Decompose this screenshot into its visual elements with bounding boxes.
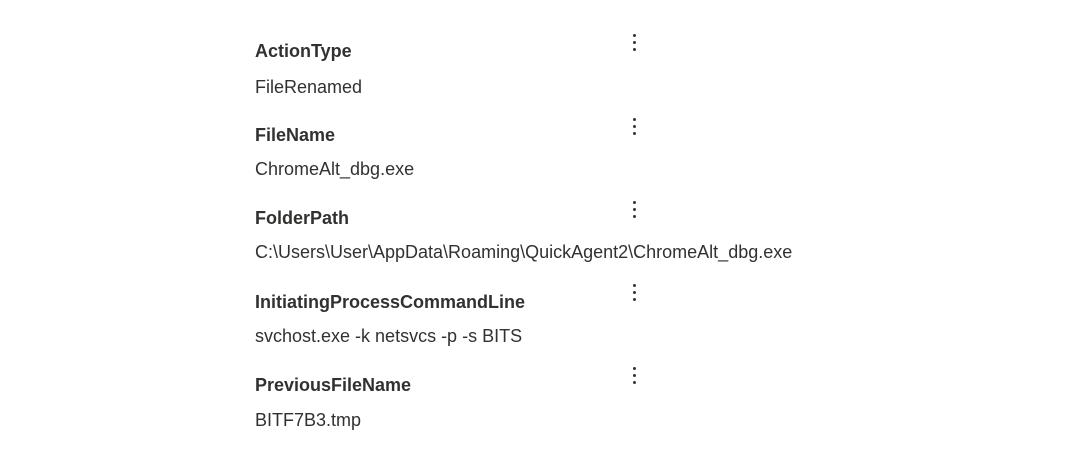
more-actions-button[interactable] — [625, 365, 643, 389]
more-vertical-icon-dot — [633, 291, 636, 294]
more-actions-button[interactable] — [625, 199, 643, 223]
more-vertical-icon — [633, 201, 636, 204]
more-vertical-icon-dot — [633, 132, 636, 135]
field-value: BITF7B3.tmp — [255, 410, 362, 430]
field-initiating-process-command-line: InitiatingProcessCommandLine svchost.exe… — [255, 261, 955, 346]
more-vertical-icon-dot — [633, 48, 636, 51]
field-value: C:\Users\User\AppData\Roaming\QuickAgent… — [255, 242, 793, 262]
more-vertical-icon — [633, 34, 636, 37]
field-file-name: FileName ChromeAlt_dbg.exe — [255, 94, 955, 179]
more-vertical-icon — [633, 284, 636, 287]
field-name: FileName — [255, 125, 336, 145]
more-vertical-icon-dot — [633, 215, 636, 218]
more-vertical-icon — [633, 118, 636, 121]
more-vertical-icon — [633, 367, 636, 370]
more-actions-button[interactable] — [625, 116, 643, 140]
field-name: InitiatingProcessCommandLine — [255, 292, 526, 312]
more-vertical-icon-dot — [633, 41, 636, 44]
field-value: svchost.exe -k netsvcs -p -s BITS — [255, 326, 523, 346]
more-vertical-icon-dot — [633, 298, 636, 301]
more-vertical-icon-dot — [633, 374, 636, 377]
field-name: ActionType — [255, 41, 352, 61]
field-value: ChromeAlt_dbg.exe — [255, 159, 415, 179]
field-name: PreviousFileName — [255, 375, 412, 395]
more-actions-button[interactable] — [625, 282, 643, 306]
field-previous-file-name: PreviousFileName BITF7B3.tmp — [255, 344, 955, 430]
field-folder-path: FolderPath C:\Users\User\AppData\Roaming… — [255, 177, 955, 262]
more-vertical-icon-dot — [633, 125, 636, 128]
field-name: FolderPath — [255, 208, 350, 228]
more-vertical-icon-dot — [633, 381, 636, 384]
field-value: FileRenamed — [255, 77, 363, 97]
more-actions-button[interactable] — [625, 32, 643, 56]
more-vertical-icon-dot — [633, 208, 636, 211]
field-action-type: ActionType FileRenamed — [255, 10, 955, 97]
